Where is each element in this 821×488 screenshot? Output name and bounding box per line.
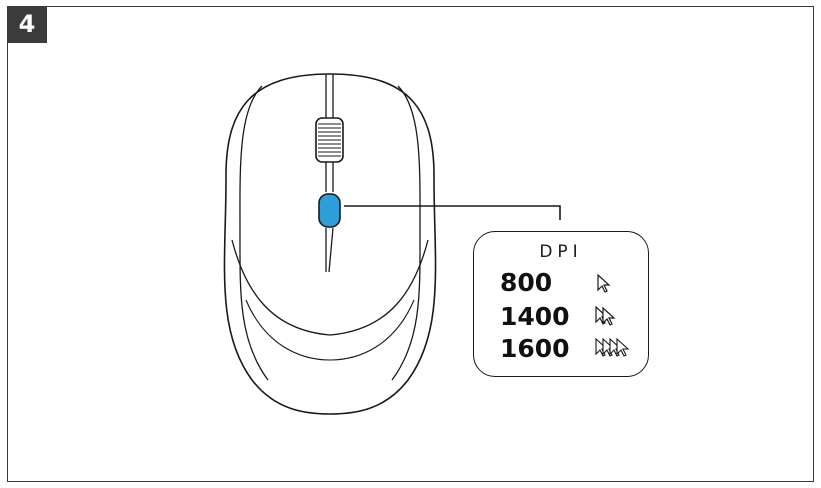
quad-cursor-icon: [595, 337, 630, 357]
mouse-palm-shape-inner: [245, 299, 415, 361]
double-cursor-icon: [595, 305, 616, 326]
dpi-level-1400: 1400: [500, 302, 570, 331]
dpi-button: [318, 193, 341, 228]
mouse-body-outline: [223, 73, 437, 415]
single-cursor-icon: [597, 273, 611, 293]
mouse-left-contour: [239, 85, 269, 381]
dpi-level-1600: 1600: [500, 334, 570, 363]
button-split-line-6: [328, 227, 334, 273]
mouse-palm-shape: [231, 239, 429, 336]
dpi-title: DPI: [539, 242, 583, 262]
dpi-level-800: 800: [500, 268, 553, 297]
dpi-panel: DPI 800 1400 1600: [473, 231, 649, 377]
dpi-callout-line: [344, 205, 561, 220]
figure-frame: [7, 6, 814, 482]
scroll-wheel-ridges: [318, 123, 341, 157]
step-number-badge: 4: [7, 6, 47, 43]
mouse-right-contour: [391, 85, 421, 381]
